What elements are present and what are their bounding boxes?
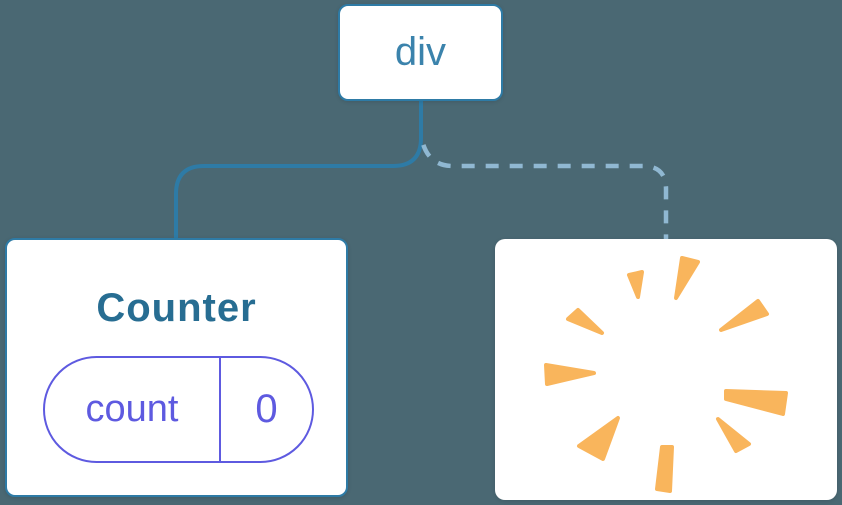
state-pill-divider: [219, 358, 221, 461]
root-node-label: div: [394, 30, 447, 74]
state-pill-value: 0: [255, 387, 278, 431]
root-node-div: div: [338, 4, 503, 101]
counter-node-title: Counter: [96, 286, 257, 330]
counter-node: Counter count 0: [5, 238, 348, 497]
dashed-connector-line: [419, 139, 669, 239]
state-pill: count 0: [43, 356, 314, 463]
poof-starburst-icon: [544, 256, 788, 493]
removed-node: [495, 239, 837, 500]
solid-connector-line: [174, 99, 423, 241]
state-pill-key-label: count: [85, 388, 179, 430]
